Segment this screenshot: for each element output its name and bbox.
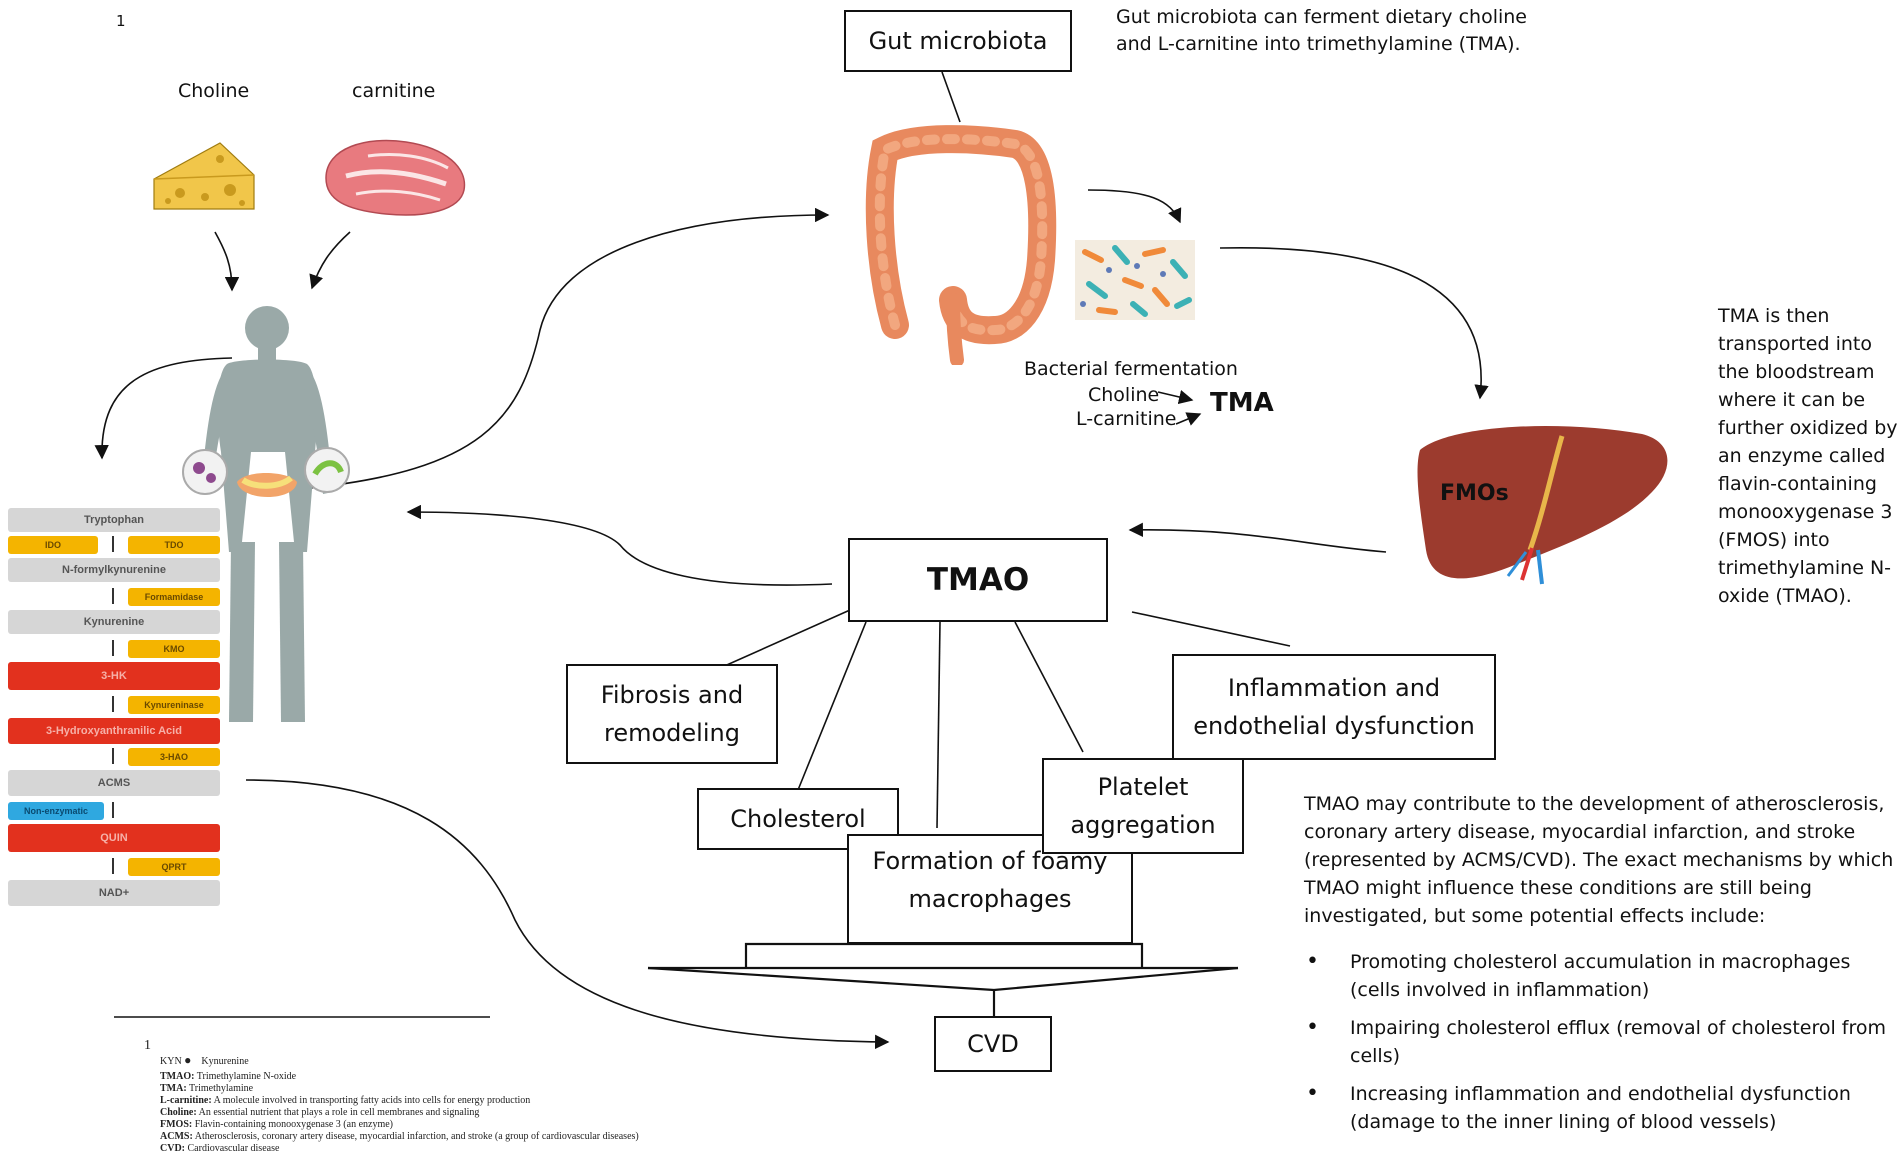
pathway-3hk: 3-HK bbox=[8, 662, 220, 690]
arrow-body-to-pathway bbox=[94, 357, 233, 460]
arrow-ferm-carnitine bbox=[1175, 412, 1202, 426]
pathway-3hao: 3-HAO bbox=[128, 748, 220, 766]
cheese-icon bbox=[153, 142, 255, 210]
tmao-note: TMAO may contribute to the development o… bbox=[1304, 793, 1894, 927]
footnote-list: TMAO: Trimethylamine N-oxide TMA: Trimet… bbox=[160, 1071, 639, 1155]
bullet-item: Impairing cholesterol efflux (removal of… bbox=[1260, 1014, 1900, 1070]
bullet-item: Promoting cholesterol accumulation in ma… bbox=[1260, 948, 1900, 1004]
pathway-tdo: TDO bbox=[128, 536, 220, 554]
platelet-box: Platelet aggregation bbox=[1042, 758, 1244, 854]
footnote-marker: 1 bbox=[144, 1038, 151, 1053]
pathway-arrow bbox=[112, 536, 114, 552]
fibrosis-box: Fibrosis and remodeling bbox=[566, 664, 778, 764]
arrow-choline-to-body bbox=[214, 231, 240, 292]
arrow-pathway-to-cvd bbox=[245, 779, 890, 1050]
tma-note: TMA is then transported into the bloodst… bbox=[1718, 305, 1898, 607]
fermentation-choline: Choline bbox=[1088, 384, 1160, 406]
funnel bbox=[647, 942, 1239, 1016]
pathway-3haa: 3-Hydroxyanthranilic Acid bbox=[8, 718, 220, 744]
footnote-kyn-abbr: KYN bbox=[160, 1056, 182, 1067]
footnote-kyn: KYN ● Kynurenine bbox=[160, 1053, 249, 1067]
arrow-liver-to-tmao bbox=[1128, 522, 1387, 553]
bullet-item: Increasing inflammation and endothelial … bbox=[1260, 1080, 1900, 1136]
tmao-box: TMAO bbox=[848, 538, 1108, 622]
footnote-item: ACMS: Atherosclerosis, coronary artery d… bbox=[160, 1131, 639, 1142]
pathway-kynureninase: Kynureninase bbox=[128, 696, 220, 714]
footnote-item: CVD: Cardiovascular disease bbox=[160, 1143, 280, 1154]
pathway-arrow bbox=[112, 802, 114, 818]
page-number: 1 bbox=[116, 12, 126, 30]
footnote-item: L-carnitine: A molecule involved in tran… bbox=[160, 1095, 531, 1106]
arrow-tmao-to-body bbox=[406, 504, 833, 586]
liver-label: FMOs bbox=[1440, 481, 1509, 506]
line-tmao-fibrosis bbox=[719, 609, 851, 669]
pathway-ido: IDO bbox=[8, 536, 98, 554]
intestine-icon bbox=[865, 125, 1057, 365]
line-tmao-inflammation bbox=[1131, 611, 1291, 647]
pathway-arrow bbox=[112, 858, 114, 874]
line-tmao-foamy bbox=[936, 621, 941, 829]
arrow-bacteria-to-liver bbox=[1219, 246, 1489, 400]
footnote-item: TMAO: Trimethylamine N-oxide bbox=[160, 1071, 297, 1082]
pathway-nad: NAD+ bbox=[8, 880, 220, 906]
cvd-box: CVD bbox=[934, 1016, 1052, 1072]
line-tmao-platelet bbox=[1014, 621, 1084, 753]
footnote-item: FMOS: Flavin-containing monooxygenase 3 … bbox=[160, 1119, 393, 1130]
footnote-item: TMA: Trimethylamine bbox=[160, 1083, 254, 1094]
pathway-kmo: KMO bbox=[128, 640, 220, 658]
pathway-formamidase: Formamidase bbox=[128, 588, 220, 606]
steak-icon bbox=[325, 139, 466, 216]
pathway-arrow bbox=[112, 640, 114, 656]
arrow-body-to-gut bbox=[309, 207, 830, 489]
pathway-arrow bbox=[112, 696, 114, 712]
arrow-ferm-choline bbox=[1157, 390, 1194, 405]
human-body-icon bbox=[182, 306, 350, 722]
bacteria-icon bbox=[1075, 240, 1195, 320]
pathway-nfk: N-formylkynurenine bbox=[8, 558, 220, 582]
line-label-to-gut bbox=[941, 71, 961, 123]
line-tmao-cholesterol bbox=[797, 621, 867, 791]
gut-microbiota-box: Gut microbiota bbox=[844, 10, 1072, 72]
pathway-acms: ACMS bbox=[8, 770, 220, 796]
pathway-arrow bbox=[112, 588, 114, 604]
fermentation-product: TMA bbox=[1210, 388, 1274, 418]
footnote-kyn-def: Kynurenine bbox=[201, 1056, 249, 1067]
kynurenine-pathway: Tryptophan IDO TDO N-formylkynurenine Fo… bbox=[0, 500, 230, 920]
choline-label: Choline bbox=[178, 80, 250, 102]
carnitine-label: carnitine bbox=[352, 80, 436, 102]
liver-icon bbox=[1417, 426, 1668, 585]
pathway-tryptophan: Tryptophan bbox=[8, 508, 220, 532]
pathway-nonenzymatic: Non-enzymatic bbox=[8, 802, 104, 820]
arrow-carnitine-to-body bbox=[309, 231, 351, 290]
pathway-quin: QUIN bbox=[8, 824, 220, 852]
inflammation-box: Inflammation and endothelial dysfunction bbox=[1172, 654, 1496, 760]
arrow-gut-to-bacteria bbox=[1087, 189, 1182, 224]
effects-bullet-list: Promoting cholesterol accumulation in ma… bbox=[1260, 948, 1900, 1146]
pathway-arrow bbox=[112, 748, 114, 764]
gut-note: Gut microbiota can ferment dietary choli… bbox=[1116, 6, 1527, 55]
pathway-kynurenine: Kynurenine bbox=[8, 610, 220, 634]
pathway-qprt: QPRT bbox=[128, 858, 220, 876]
fermentation-carnitine: L-carnitine bbox=[1076, 408, 1177, 430]
fermentation-title: Bacterial fermentation bbox=[1024, 358, 1238, 380]
footnote-item: Choline: An essential nutrient that play… bbox=[160, 1107, 480, 1118]
